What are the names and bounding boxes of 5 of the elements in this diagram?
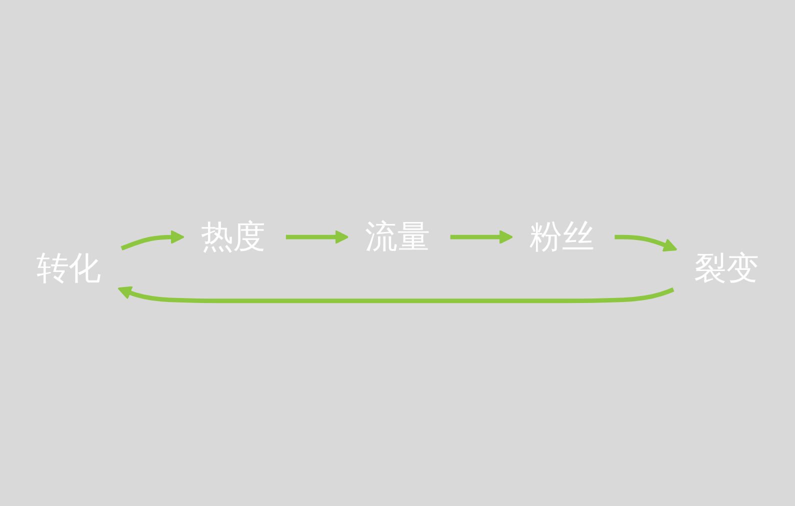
arrow — [118, 286, 674, 304]
arrow — [286, 230, 349, 244]
arrow — [614, 234, 678, 252]
arrow — [450, 230, 514, 244]
arrow — [120, 230, 184, 250]
